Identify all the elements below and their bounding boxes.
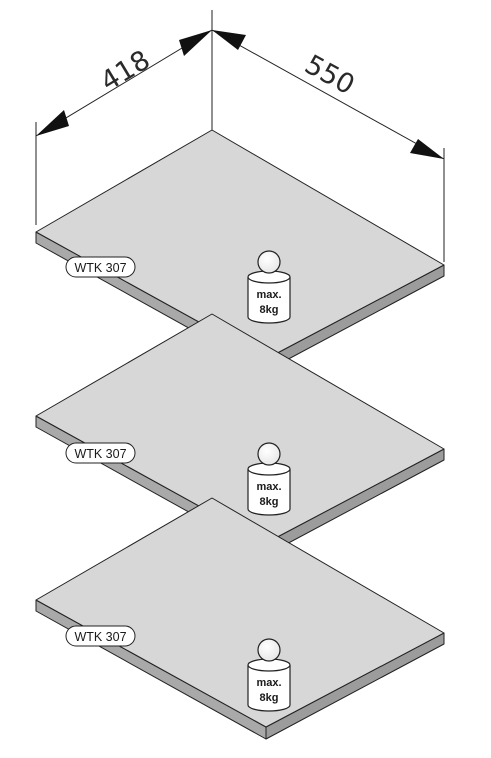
weight-icon: max. 8kg — [247, 442, 291, 516]
tag-label: WTK 307 — [74, 447, 126, 461]
weight-icon: max. 8kg — [247, 638, 291, 712]
dimension-line-550 — [211, 29, 445, 160]
dimension-label-550: 550 — [299, 49, 359, 101]
dimension-arrows — [36, 30, 444, 159]
arrowhead-418-left — [36, 110, 69, 136]
weight-knob — [257, 442, 281, 466]
shelf-top — [35, 129, 445, 360]
weight-label-kg: 8kg — [260, 304, 279, 316]
weight-label-kg: 8kg — [260, 692, 279, 704]
tag-pill — [65, 442, 136, 464]
dimension-label-418: 418 — [95, 45, 155, 98]
tag-pill — [65, 625, 136, 647]
tag-label: WTK 307 — [74, 261, 126, 275]
weight-icon: max. 8kg — [247, 250, 291, 324]
weight-label-kg: 8kg — [260, 496, 279, 508]
arrowhead-550-right — [410, 139, 444, 159]
shelf-top — [35, 313, 445, 544]
weight-body — [247, 469, 291, 516]
product-tag: WTK 307 — [65, 256, 136, 278]
weight-label-max: max. — [256, 289, 281, 301]
tag-pill — [65, 256, 136, 278]
weight-body — [247, 277, 291, 324]
shelf-top — [35, 497, 445, 728]
weight-label-max: max. — [256, 677, 281, 689]
weight-label-max: max. — [256, 481, 281, 493]
tag-label: WTK 307 — [74, 630, 126, 644]
weight-body — [247, 665, 291, 712]
weight-knob — [257, 250, 281, 274]
product-tag: WTK 307 — [65, 625, 136, 647]
arrowhead-418-right — [179, 30, 212, 56]
shelf-3: WTK 307 max. 8kg — [35, 497, 445, 740]
arrowhead-550-left — [212, 30, 246, 50]
weight-knob — [257, 638, 281, 662]
product-tag: WTK 307 — [65, 442, 136, 464]
